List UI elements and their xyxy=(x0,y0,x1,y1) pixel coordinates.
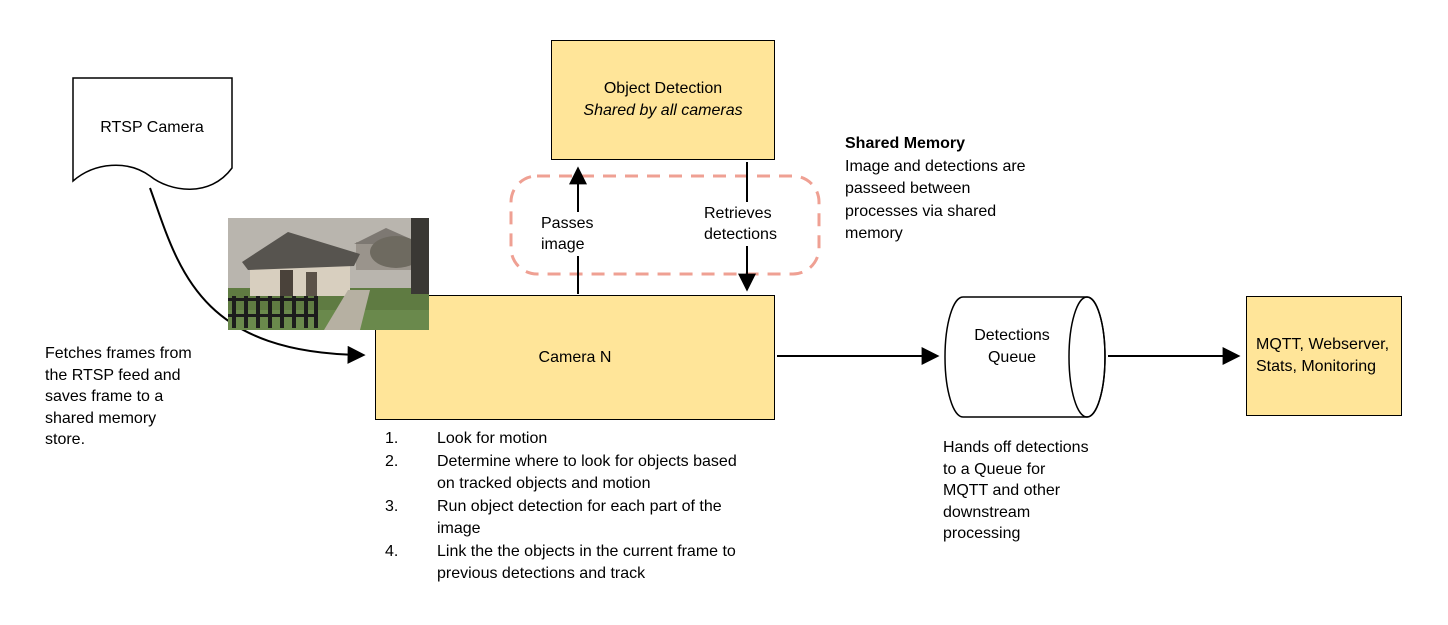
outputs-node: MQTT, Webserver, Stats, Monitoring xyxy=(1246,296,1402,416)
shared-memory-note-body: Image and detections are passeed between… xyxy=(845,157,1026,243)
passes-image-label: Passes image xyxy=(541,212,605,256)
camera-step-2: Determine where to look for objects base… xyxy=(385,451,737,493)
camera-snapshot-image xyxy=(228,218,429,330)
camera-snapshot-scene xyxy=(228,218,429,330)
object-detection-node: Object Detection Shared by all cameras xyxy=(551,40,775,160)
shared-memory-note: Shared Memory Image and detections are p… xyxy=(845,133,1041,246)
detections-queue-label: Detections Queue xyxy=(974,327,1050,366)
rtsp-camera-document-shape xyxy=(72,77,233,190)
queue-handoff-note: Hands off detections to a Queue for MQTT… xyxy=(943,439,1089,542)
camera-steps-list: Look for motion Determine where to look … xyxy=(383,428,739,586)
camera-n-node: Camera N xyxy=(375,295,775,420)
fetch-frames-note: Fetches frames from the RTSP feed and sa… xyxy=(45,345,192,448)
object-detection-title: Object Detection xyxy=(603,80,723,97)
rtsp-to-camera-arrow xyxy=(149,187,366,364)
retrieves-detections-label: Retrieves detections xyxy=(704,202,794,246)
camera-step-1: Look for motion xyxy=(385,428,548,450)
camera-step-4: Link the the objects in the current fram… xyxy=(385,541,736,583)
camera-step-3: Run object detection for each part of th… xyxy=(385,496,722,538)
shared-memory-region-outline xyxy=(509,174,821,276)
rtsp-camera-label: RTSP Camera xyxy=(100,119,204,136)
shared-memory-note-title: Shared Memory xyxy=(845,135,966,152)
detections-queue-cylinder-rim xyxy=(1068,296,1106,418)
object-detection-subtitle: Shared by all cameras xyxy=(583,102,743,119)
outputs-label: MQTT, Webserver, Stats, Monitoring xyxy=(1256,336,1390,375)
camera-n-label: Camera N xyxy=(538,348,612,366)
